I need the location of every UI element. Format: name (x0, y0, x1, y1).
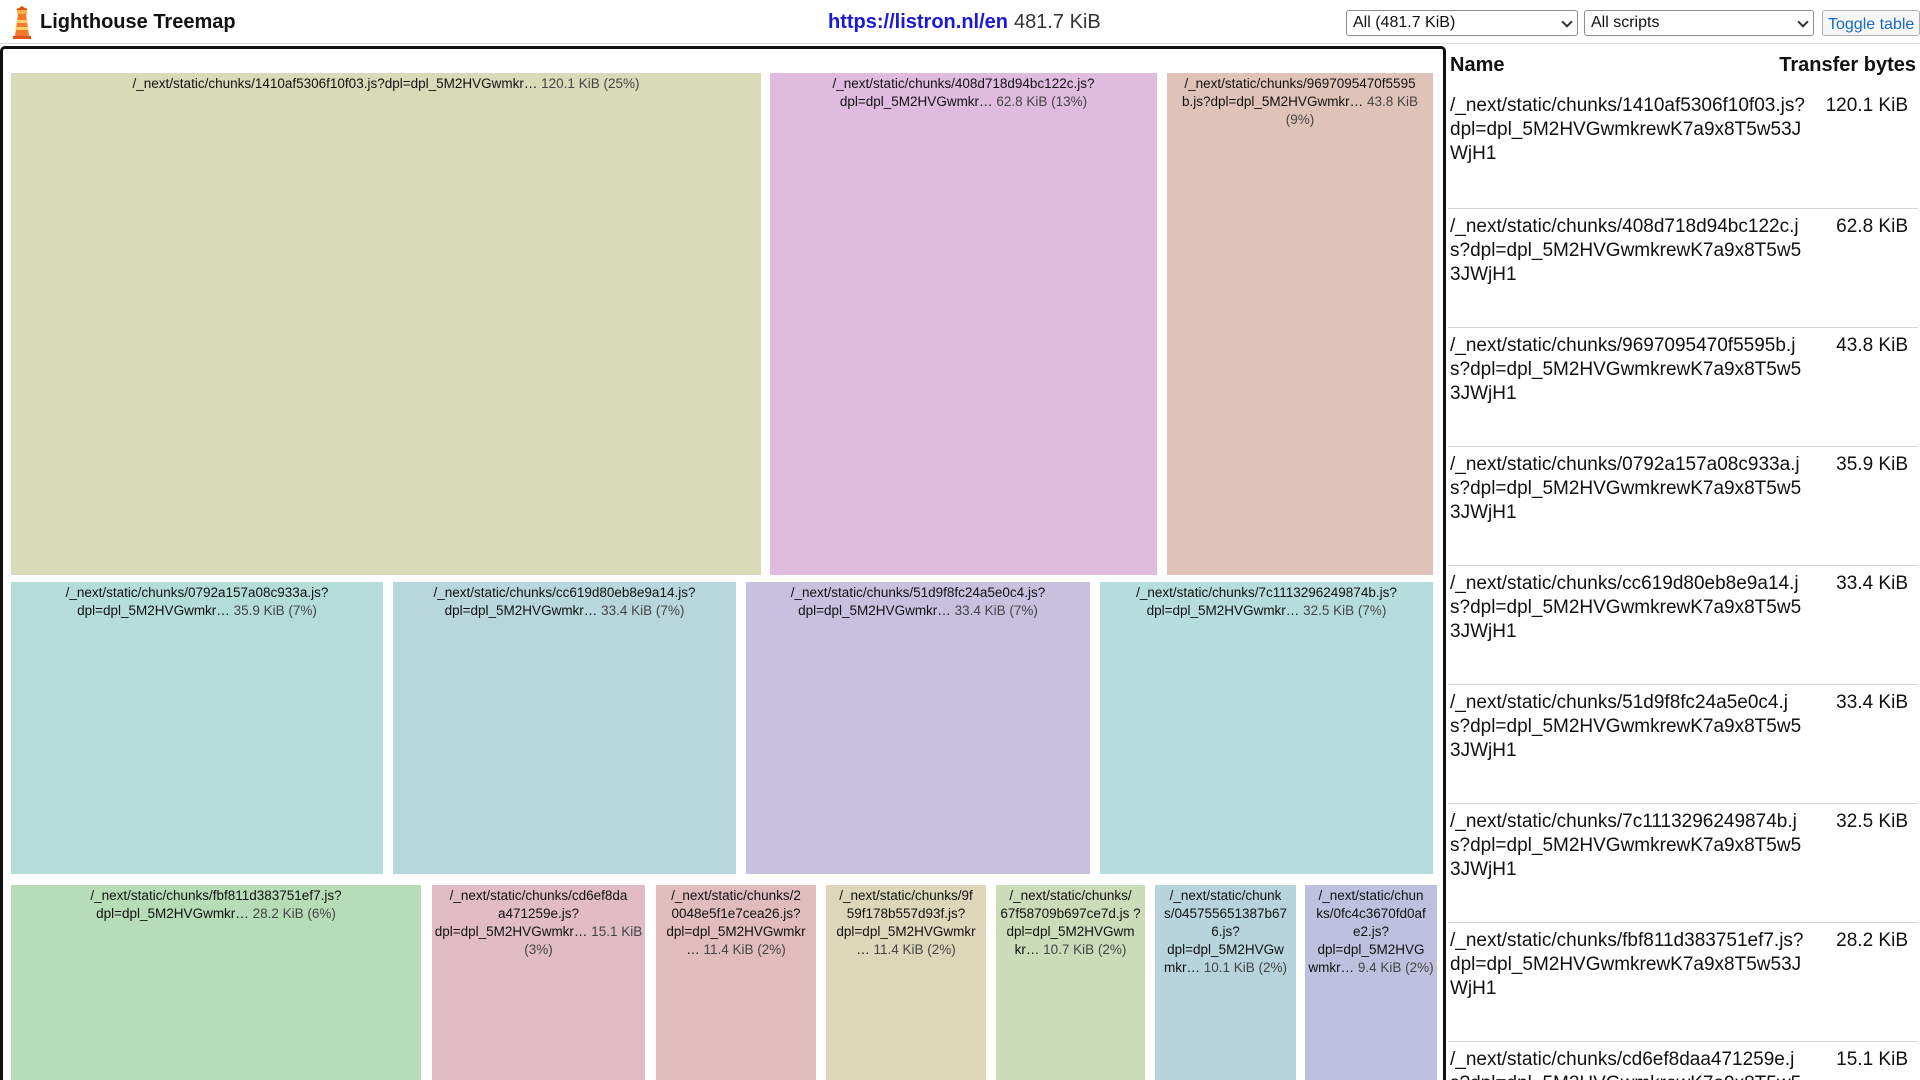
cell-size: 120.1 KiB (25%) (541, 76, 640, 91)
row-name: /_next/static/chunks/1410af5306f10f03.js… (1450, 95, 1805, 164)
app-title: Lighthouse Treemap (40, 11, 236, 33)
lighthouse-icon (13, 6, 31, 39)
treemap-cell[interactable]: /_next/static/chunks/1410af5306f10f03.js… (11, 73, 761, 575)
cell-name: /_next/static/chunks/7c1113296249874b.js… (1136, 585, 1397, 618)
table-row[interactable]: /_next/static/chunks/0792a157a08c933a.js… (1448, 446, 1918, 565)
column-header-transfer-bytes[interactable]: Transfer bytes (1779, 54, 1916, 76)
table-row[interactable]: /_next/static/chunks/408d718d94bc122c.js… (1448, 208, 1918, 327)
row-name: /_next/static/chunks/fbf811d383751ef7.js… (1450, 930, 1804, 999)
cell-name: /_next/static/chunks/cc619d80eb8e9a14.js… (433, 585, 696, 618)
cell-name: /_next/static/chunks/408d718d94bc122c.js… (832, 76, 1095, 109)
row-name: /_next/static/chunks/cc619d80eb8e9a14.js… (1450, 573, 1802, 642)
scripts-table: Name Transfer bytes /_next/static/chunks… (1448, 46, 1920, 1080)
treemap-cell[interactable]: /_next/static/chunks/9f 59f178b557d93f.j… (826, 885, 986, 1080)
treemap-cell[interactable]: /_next/static/chunk s/045755651387b67 6.… (1155, 885, 1296, 1080)
table-row[interactable]: /_next/static/chunks/9697095470f5595b.js… (1448, 327, 1918, 446)
row-transfer-bytes: 120.1 KiB (1825, 95, 1908, 116)
cell-size: 35.9 KiB (7%) (233, 603, 317, 618)
cell-size: 11.4 KiB (2%) (703, 942, 786, 957)
row-transfer-bytes: 33.4 KiB (1836, 692, 1908, 713)
row-transfer-bytes: 43.8 KiB (1836, 335, 1908, 356)
bundle-select[interactable]: All (481.7 KiB) (1346, 10, 1578, 36)
chevron-down-icon (1797, 16, 1809, 28)
scripts-select[interactable]: All scripts (1584, 10, 1814, 36)
treemap-cell[interactable]: /_next/static/chunks/9697095470f5595 b.j… (1167, 73, 1433, 575)
cell-size: 62.8 KiB (13%) (996, 94, 1088, 109)
table-row[interactable]: /_next/static/chunks/7c1113296249874b.js… (1448, 803, 1918, 922)
cell-name: /_next/static/chunks/9697095470f5595 b.j… (1181, 76, 1416, 109)
table-row[interactable]: /_next/static/chunks/cc619d80eb8e9a14.js… (1448, 565, 1918, 684)
treemap-cell[interactable]: /_next/static/chunks/0792a157a08c933a.js… (11, 582, 383, 874)
row-name: /_next/static/chunks/408d718d94bc122c.js… (1450, 216, 1802, 285)
treemap-cell[interactable]: /_next/static/chunks/2 0048e5f1e7cea26.j… (656, 885, 816, 1080)
cell-size: 33.4 KiB (7%) (954, 603, 1038, 618)
treemap: /_next/static/chunks/1410af5306f10f03.js… (0, 46, 1446, 1080)
row-name: /_next/static/chunks/9697095470f5595b.js… (1450, 335, 1802, 404)
toggle-table-button[interactable]: Toggle table (1822, 10, 1920, 36)
cell-name: /_next/static/chunks/fbf811d383751ef7.js… (90, 888, 342, 921)
row-name: /_next/static/chunks/7c1113296249874b.js… (1450, 811, 1802, 880)
cell-name: /_next/static/chunk s/045755651387b67 6.… (1163, 888, 1288, 975)
row-transfer-bytes: 62.8 KiB (1836, 216, 1908, 237)
table-row[interactable]: /_next/static/chunks/51d9f8fc24a5e0c4.js… (1448, 684, 1918, 803)
row-transfer-bytes: 28.2 KiB (1836, 930, 1908, 951)
treemap-cell[interactable]: /_next/static/chun ks/0fc4c3670fd0af e2.… (1305, 885, 1437, 1080)
column-header-name[interactable]: Name (1450, 54, 1505, 76)
toolbar: Lighthouse Treemap https://listron.nl/en… (0, 0, 1920, 44)
cell-size: 15.1 KiB (3%) (524, 924, 643, 957)
treemap-cell[interactable]: /_next/static/chunks/7c1113296249874b.js… (1100, 582, 1433, 874)
row-transfer-bytes: 35.9 KiB (1836, 454, 1908, 475)
cell-size: 28.2 KiB (6%) (252, 906, 336, 921)
row-name: /_next/static/chunks/51d9f8fc24a5e0c4.js… (1450, 692, 1802, 761)
cell-name: /_next/static/chunks/ 67f58709b697ce7d.j… (1000, 888, 1141, 957)
cell-size: 10.1 KiB (2%) (1203, 960, 1288, 975)
row-transfer-bytes: 33.4 KiB (1836, 573, 1908, 594)
total-size: 481.7 KiB (1014, 11, 1101, 33)
cell-size: 11.4 KiB (2%) (873, 942, 956, 957)
row-name: /_next/static/chunks/cd6ef8daa471259e.js… (1450, 1049, 1801, 1080)
cell-size: 32.5 KiB (7%) (1303, 603, 1387, 618)
cell-name: /_next/static/chunks/51d9f8fc24a5e0c4.js… (790, 585, 1046, 618)
cell-size: 9.4 KiB (2%) (1357, 960, 1434, 975)
chevron-down-icon (1561, 16, 1573, 28)
cell-name: /_next/static/chunks/cd6ef8da a471259e.j… (434, 888, 628, 939)
cell-size: 43.8 KiB (9%) (1285, 94, 1418, 127)
cell-name: /_next/static/chun ks/0fc4c3670fd0af e2.… (1308, 888, 1426, 975)
cell-name: /_next/static/chunks/0792a157a08c933a.js… (65, 585, 329, 618)
table-row[interactable]: /_next/static/chunks/1410af5306f10f03.js… (1448, 88, 1918, 208)
cell-size: 10.7 KiB (2%) (1043, 942, 1127, 957)
bundle-select-value: All (481.7 KiB) (1353, 14, 1456, 31)
treemap-cell[interactable]: /_next/static/chunks/51d9f8fc24a5e0c4.js… (746, 582, 1090, 874)
treemap-cell[interactable]: /_next/static/chunks/408d718d94bc122c.js… (770, 73, 1157, 575)
row-transfer-bytes: 15.1 KiB (1836, 1049, 1908, 1070)
scripts-select-value: All scripts (1591, 14, 1660, 31)
treemap-cell[interactable]: /_next/static/chunks/ 67f58709b697ce7d.j… (996, 885, 1145, 1080)
cell-size: 33.4 KiB (7%) (601, 603, 685, 618)
treemap-cell[interactable]: /_next/static/chunks/cc619d80eb8e9a14.js… (393, 582, 736, 874)
row-transfer-bytes: 32.5 KiB (1836, 811, 1908, 832)
cell-name: /_next/static/chunks/1410af5306f10f03.js… (132, 76, 538, 91)
table-row[interactable]: /_next/static/chunks/fbf811d383751ef7.js… (1448, 922, 1918, 1041)
url-display: https://listron.nl/en 481.7 KiB (828, 11, 1101, 34)
row-name: /_next/static/chunks/0792a157a08c933a.js… (1450, 454, 1802, 523)
treemap-cell[interactable]: /_next/static/chunks/fbf811d383751ef7.js… (11, 885, 421, 1080)
cell-name: /_next/static/chunks/9f 59f178b557d93f.j… (836, 888, 976, 957)
treemap-cell[interactable]: /_next/static/chunks/cd6ef8da a471259e.j… (432, 885, 645, 1080)
cell-name: /_next/static/chunks/2 0048e5f1e7cea26.j… (666, 888, 806, 957)
table-row[interactable]: /_next/static/chunks/cd6ef8daa471259e.js… (1448, 1041, 1918, 1080)
page-url-link[interactable]: https://listron.nl/en (828, 11, 1008, 33)
